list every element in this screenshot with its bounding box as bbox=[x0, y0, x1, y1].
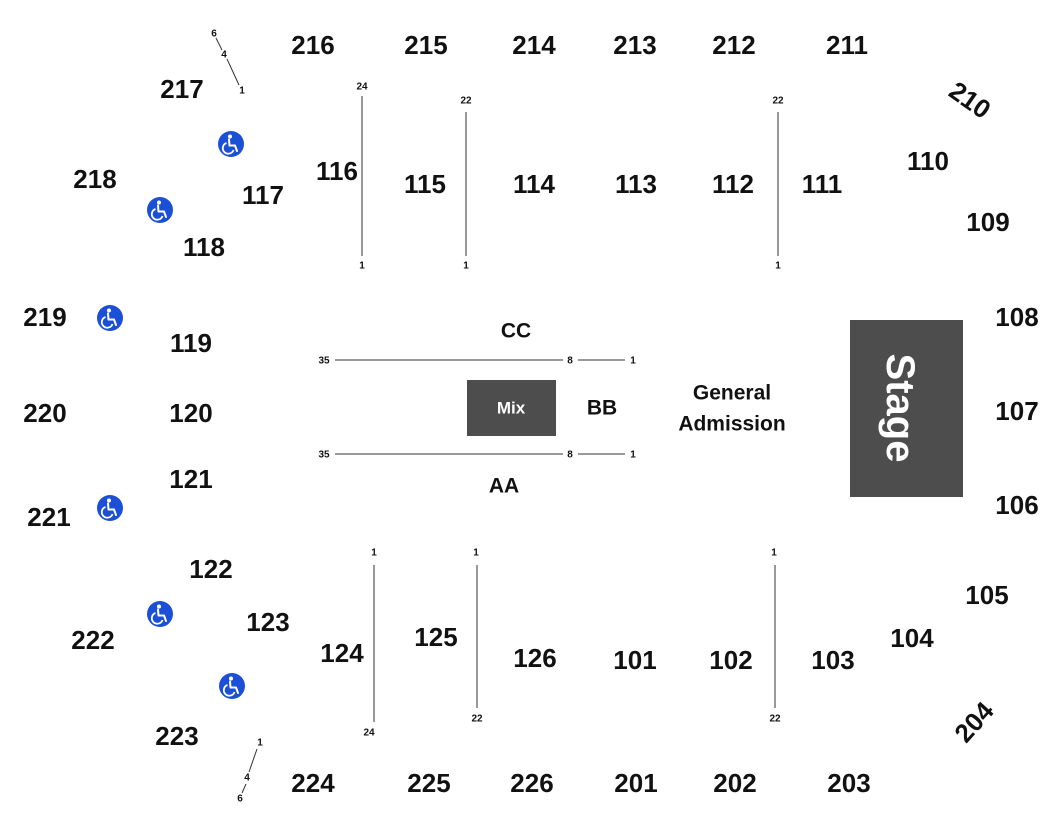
section-226[interactable]: 226 bbox=[510, 768, 553, 798]
row-marker: 1 bbox=[771, 548, 777, 559]
row-marker: 35 bbox=[318, 450, 330, 461]
row-marker: 1 bbox=[473, 548, 479, 559]
section-219[interactable]: 219 bbox=[23, 302, 66, 332]
row-marker: 22 bbox=[772, 96, 784, 107]
stage bbox=[850, 320, 963, 497]
row-marker: 8 bbox=[567, 450, 573, 461]
corner-row-line-top-upper bbox=[215, 37, 223, 51]
row-marker: 1 bbox=[257, 738, 263, 749]
section-116[interactable]: 116 bbox=[316, 156, 358, 186]
row-marker: 22 bbox=[460, 96, 472, 107]
section-114[interactable]: 114 bbox=[513, 169, 555, 199]
section-107[interactable]: 107 bbox=[995, 396, 1038, 426]
row-marker: 6 bbox=[237, 794, 243, 805]
section-203[interactable]: 203 bbox=[827, 768, 870, 798]
wheelchair-accessible-icon bbox=[146, 196, 174, 224]
row-marker: 1 bbox=[371, 548, 377, 559]
section-220[interactable]: 220 bbox=[23, 398, 66, 428]
section-121[interactable]: 121 bbox=[169, 464, 212, 494]
wheelchair-accessible-icon bbox=[96, 494, 124, 522]
section-222[interactable]: 222 bbox=[71, 625, 114, 655]
mix-label: Mix bbox=[497, 399, 526, 418]
section-118[interactable]: 118 bbox=[183, 232, 225, 262]
row-marker: 4 bbox=[244, 773, 250, 784]
section-215[interactable]: 215 bbox=[404, 30, 447, 60]
row-marker: 1 bbox=[463, 261, 469, 272]
section-204[interactable]: 204 bbox=[948, 695, 1000, 748]
row-marker: 24 bbox=[363, 728, 375, 739]
section-110[interactable]: 110 bbox=[907, 146, 949, 176]
row-marker: 1 bbox=[775, 261, 781, 272]
floor-section-cc[interactable]: CC bbox=[501, 320, 531, 343]
section-102[interactable]: 102 bbox=[709, 645, 752, 675]
section-211[interactable]: 211 bbox=[826, 30, 868, 60]
section-108[interactable]: 108 bbox=[995, 302, 1038, 332]
section-112[interactable]: 112 bbox=[712, 169, 754, 199]
row-marker: 22 bbox=[769, 714, 781, 725]
corner-row-line-bottom bbox=[248, 748, 258, 773]
row-marker: 35 bbox=[318, 356, 330, 367]
wheelchair-accessible-icon bbox=[218, 672, 246, 700]
section-218[interactable]: 218 bbox=[73, 164, 116, 194]
wheelchair-accessible-icon bbox=[146, 600, 174, 628]
section-216[interactable]: 216 bbox=[291, 30, 334, 60]
section-217[interactable]: 217 bbox=[160, 74, 203, 104]
section-109[interactable]: 109 bbox=[966, 207, 1009, 237]
section-113[interactable]: 113 bbox=[615, 169, 657, 199]
row-marker: 22 bbox=[471, 714, 483, 725]
section-225[interactable]: 225 bbox=[407, 768, 450, 798]
corner-row-line-top bbox=[226, 58, 240, 86]
section-224[interactable]: 224 bbox=[291, 768, 335, 798]
section-122[interactable]: 122 bbox=[189, 554, 232, 584]
section-124[interactable]: 124 bbox=[320, 638, 364, 668]
section-126[interactable]: 126 bbox=[513, 643, 556, 673]
mix-booth bbox=[467, 380, 556, 436]
section-120[interactable]: 120 bbox=[169, 398, 212, 428]
row-marker: 6 bbox=[211, 29, 217, 40]
general-admission-label-line2[interactable]: Admission bbox=[678, 413, 785, 436]
section-201[interactable]: 201 bbox=[614, 768, 657, 798]
stage-label: Stage bbox=[878, 354, 922, 463]
row-marker: 1 bbox=[630, 356, 636, 367]
row-marker: 1 bbox=[630, 450, 636, 461]
row-marker: 1 bbox=[239, 86, 245, 97]
row-marker: 4 bbox=[221, 50, 227, 61]
section-119[interactable]: 119 bbox=[170, 328, 212, 358]
section-125[interactable]: 125 bbox=[414, 622, 457, 652]
section-105[interactable]: 105 bbox=[965, 580, 1008, 610]
section-104[interactable]: 104 bbox=[890, 623, 934, 653]
section-101[interactable]: 101 bbox=[613, 645, 656, 675]
section-115[interactable]: 115 bbox=[404, 169, 446, 199]
section-213[interactable]: 213 bbox=[613, 30, 656, 60]
general-admission-label-line1[interactable]: General bbox=[693, 382, 771, 405]
corner-row-line-bottom-lower bbox=[241, 783, 247, 794]
row-marker: 1 bbox=[359, 261, 365, 272]
wheelchair-accessible-icon bbox=[217, 130, 245, 158]
section-202[interactable]: 202 bbox=[713, 768, 756, 798]
section-111[interactable]: 111 bbox=[802, 169, 843, 199]
section-214[interactable]: 214 bbox=[512, 30, 556, 60]
section-117[interactable]: 117 bbox=[242, 180, 284, 210]
row-marker: 8 bbox=[567, 356, 573, 367]
floor-section-bb[interactable]: BB bbox=[587, 397, 617, 420]
section-123[interactable]: 123 bbox=[246, 607, 289, 637]
section-103[interactable]: 103 bbox=[811, 645, 854, 675]
section-221[interactable]: 221 bbox=[27, 502, 70, 532]
section-210[interactable]: 210 bbox=[944, 75, 997, 124]
section-223[interactable]: 223 bbox=[155, 721, 198, 751]
section-106[interactable]: 106 bbox=[995, 490, 1038, 520]
wheelchair-accessible-icon bbox=[96, 304, 124, 332]
floor-section-aa[interactable]: AA bbox=[489, 475, 519, 498]
row-marker: 24 bbox=[356, 82, 368, 93]
section-212[interactable]: 212 bbox=[712, 30, 755, 60]
